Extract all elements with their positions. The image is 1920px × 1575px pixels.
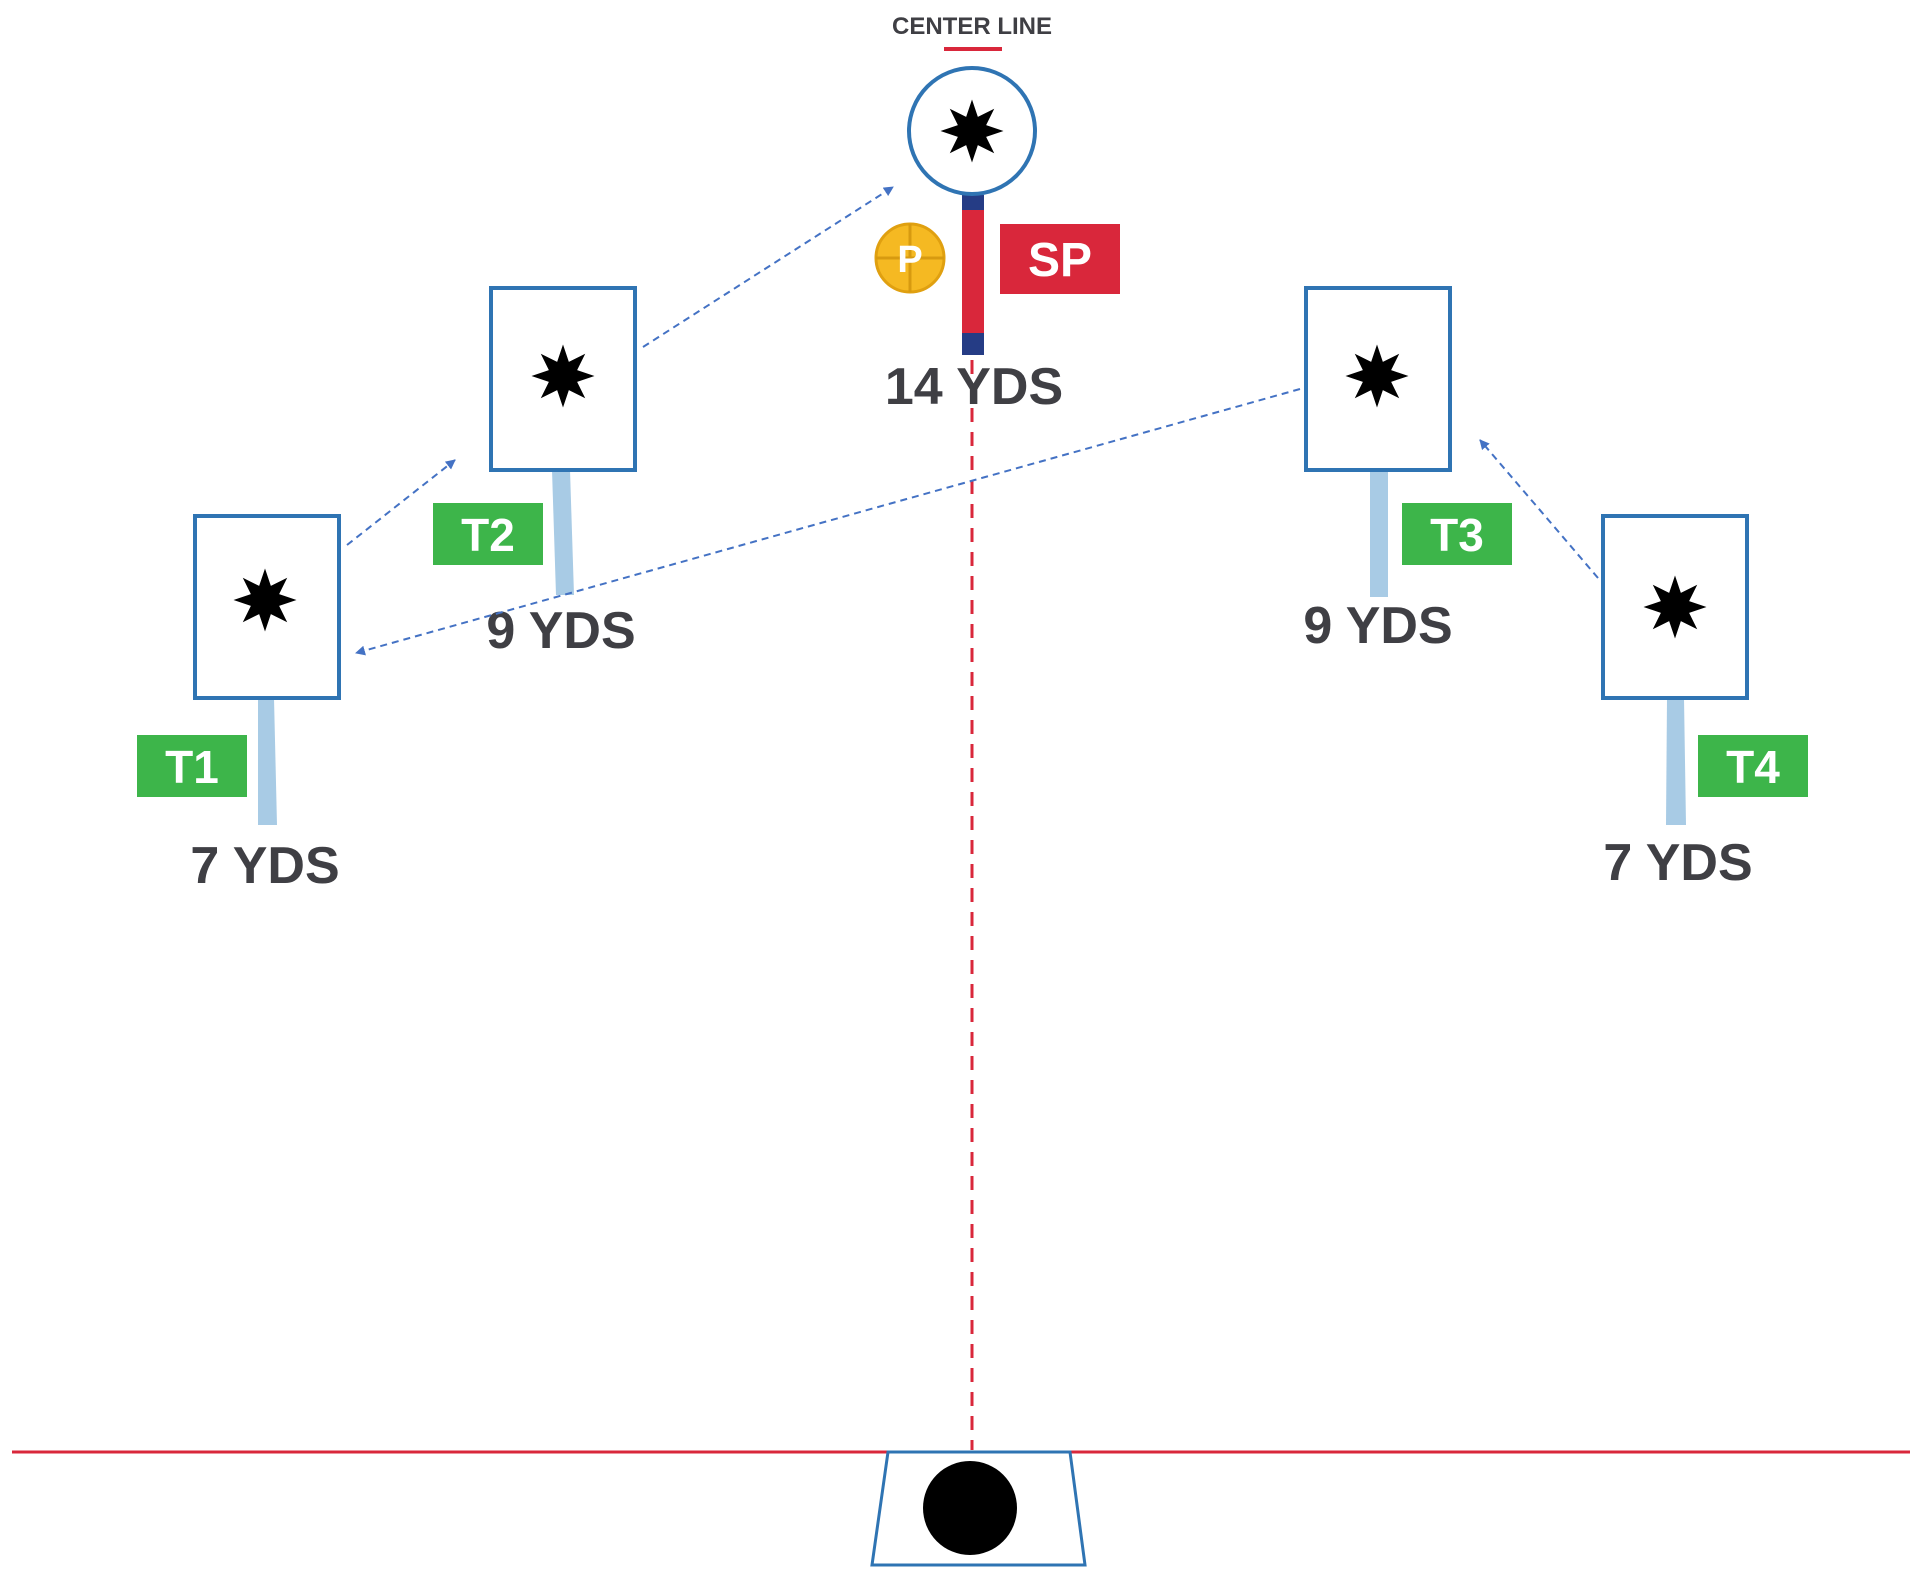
target-t4 bbox=[1601, 514, 1749, 700]
center-post bbox=[962, 195, 984, 355]
center-post-cap-bottom bbox=[962, 333, 984, 355]
target-stand-t3 bbox=[1370, 470, 1388, 597]
tag-t1: T1 bbox=[165, 741, 219, 793]
target-stand-t4 bbox=[1666, 698, 1686, 825]
start-position-tag bbox=[1000, 224, 1120, 294]
center-distance-label: 14 YDS bbox=[885, 358, 1063, 416]
starburst-icon bbox=[1643, 575, 1707, 639]
starburst-icon bbox=[531, 344, 595, 408]
center-post-cap-top bbox=[962, 195, 984, 210]
distance-t2: 9 YDS bbox=[486, 602, 635, 660]
sequence-arrow-t4-t3 bbox=[1479, 439, 1599, 579]
center-line-label: CENTER LINE bbox=[892, 13, 1052, 40]
starburst-icon bbox=[940, 99, 1004, 163]
tag-t4: T4 bbox=[1726, 741, 1780, 793]
distance-t1: 7 YDS bbox=[190, 837, 339, 895]
shooter-marker-label: P bbox=[897, 239, 922, 281]
target-t1 bbox=[193, 514, 341, 700]
starburst-icon bbox=[1345, 344, 1409, 408]
start-position-dot bbox=[923, 1461, 1017, 1555]
tag-t4-box bbox=[1698, 735, 1808, 797]
crosshair-icon bbox=[874, 222, 946, 294]
start-position-label: SP bbox=[1028, 234, 1092, 287]
sequence-arrow-t3-t1 bbox=[355, 388, 1301, 656]
sequence-arrow-t1-t2 bbox=[346, 459, 456, 546]
tag-t3-box bbox=[1402, 503, 1512, 565]
tag-t2-box bbox=[433, 503, 543, 565]
starburst-icon bbox=[233, 568, 297, 632]
tag-t1-box bbox=[137, 735, 247, 797]
distance-t4: 7 YDS bbox=[1603, 834, 1752, 892]
distance-t3: 9 YDS bbox=[1303, 597, 1452, 655]
tag-t3: T3 bbox=[1430, 509, 1484, 561]
sequence-arrow-t2-center bbox=[642, 186, 894, 348]
tag-t2: T2 bbox=[461, 509, 515, 561]
target-stand-t1 bbox=[258, 698, 277, 825]
target-stand-t2 bbox=[552, 470, 574, 595]
